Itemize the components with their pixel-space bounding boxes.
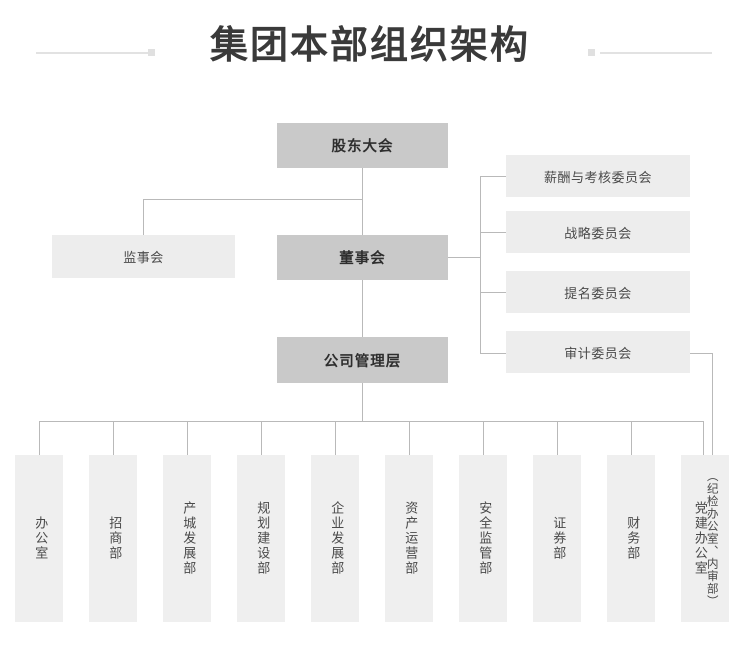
node-supervisory-board[interactable]: 监事会 <box>52 235 235 278</box>
node-department-enterprise-development-label: 企业发展部 <box>328 501 344 576</box>
connector-audit-to-party-office-v <box>712 353 713 455</box>
node-department-securities[interactable]: 证券部 <box>533 455 581 622</box>
decor-right-line <box>600 52 712 54</box>
node-department-office[interactable]: 办公室 <box>15 455 63 622</box>
node-department-industrial-city-development-label: 产城发展部 <box>180 501 196 576</box>
node-strategy-committee[interactable]: 战略委员会 <box>506 211 690 253</box>
connector-dept-4 <box>261 421 262 455</box>
node-shareholders-meeting-label: 股东大会 <box>331 139 394 155</box>
connector-dept-7 <box>483 421 484 455</box>
connector-committee-1 <box>480 176 507 177</box>
node-board-of-directors-label: 董事会 <box>339 251 386 267</box>
node-department-planning-construction[interactable]: 规划建设部 <box>237 455 285 622</box>
connector-dept-9 <box>631 421 632 455</box>
decorative-line-left <box>36 49 158 56</box>
node-department-investment-promotion-label: 招商部 <box>106 516 122 561</box>
decorative-line-right <box>588 49 712 56</box>
node-nomination-committee[interactable]: 提名委员会 <box>506 271 690 313</box>
connector-committee-4 <box>480 353 507 354</box>
connector-dept-3 <box>187 421 188 455</box>
node-company-management-label: 公司管理层 <box>323 353 402 370</box>
node-audit-committee[interactable]: 审计委员会 <box>506 331 690 373</box>
node-department-investment-promotion[interactable]: 招商部 <box>89 455 137 622</box>
connector-board-to-committee-bus <box>448 257 481 258</box>
decor-left-square <box>148 49 155 56</box>
connector-board-to-management <box>362 280 363 337</box>
node-audit-committee-label: 审计委员会 <box>564 346 632 362</box>
connector-committee-3 <box>480 292 507 293</box>
node-department-finance-label: 财务部 <box>624 516 640 561</box>
node-compensation-assessment-committee-label: 薪酬与考核委员会 <box>543 170 652 186</box>
connector-board-to-supervisory-h <box>143 199 363 200</box>
node-department-office-label: 办公室 <box>32 516 48 561</box>
node-shareholders-meeting[interactable]: 股东大会 <box>277 123 448 168</box>
connector-dept-6 <box>409 421 410 455</box>
committee-bus-line <box>480 176 481 354</box>
node-department-finance[interactable]: 财务部 <box>607 455 655 622</box>
connector-dept-5 <box>335 421 336 455</box>
node-strategy-committee-label: 战略委员会 <box>564 226 632 242</box>
node-department-safety-supervision-label: 安全监管部 <box>476 501 492 576</box>
node-department-asset-operation[interactable]: 资产运营部 <box>385 455 433 622</box>
node-board-of-directors[interactable]: 董事会 <box>277 235 448 280</box>
connector-committee-2 <box>480 232 507 233</box>
node-department-planning-construction-label: 规划建设部 <box>254 501 270 576</box>
node-department-securities-label: 证券部 <box>550 516 566 561</box>
chart-header: 集团本部组织架构 <box>0 0 740 108</box>
node-nomination-committee-label: 提名委员会 <box>564 286 632 302</box>
node-department-enterprise-development[interactable]: 企业发展部 <box>311 455 359 622</box>
node-department-party-building-office-sublabel: （纪检办公室、内审部） <box>705 469 720 608</box>
connector-board-to-supervisory-v <box>143 199 144 235</box>
connector-management-to-dept-bus <box>362 383 363 421</box>
node-department-safety-supervision[interactable]: 安全监管部 <box>459 455 507 622</box>
node-company-management[interactable]: 公司管理层 <box>277 337 448 383</box>
connector-dept-2 <box>113 421 114 455</box>
decor-right-square <box>588 49 595 56</box>
page-title: 集团本部组织架构 <box>209 23 530 67</box>
connector-audit-to-party-office-h <box>690 353 713 354</box>
connector-shareholders-to-board <box>362 168 363 235</box>
node-compensation-assessment-committee[interactable]: 薪酬与考核委员会 <box>506 155 690 197</box>
node-department-asset-operation-label: 资产运营部 <box>402 501 418 576</box>
decor-left-line <box>36 52 148 54</box>
connector-dept-8 <box>557 421 558 455</box>
node-department-party-building-office-label: 党建办公室 <box>691 501 707 576</box>
connector-dept-10 <box>703 421 704 455</box>
node-department-industrial-city-development[interactable]: 产城发展部 <box>163 455 211 622</box>
node-department-party-building-office[interactable]: （纪检办公室、内审部） 党建办公室 <box>681 455 729 622</box>
connector-dept-1 <box>39 421 40 455</box>
node-supervisory-board-label: 监事会 <box>123 251 164 266</box>
department-bus-line <box>39 421 703 422</box>
